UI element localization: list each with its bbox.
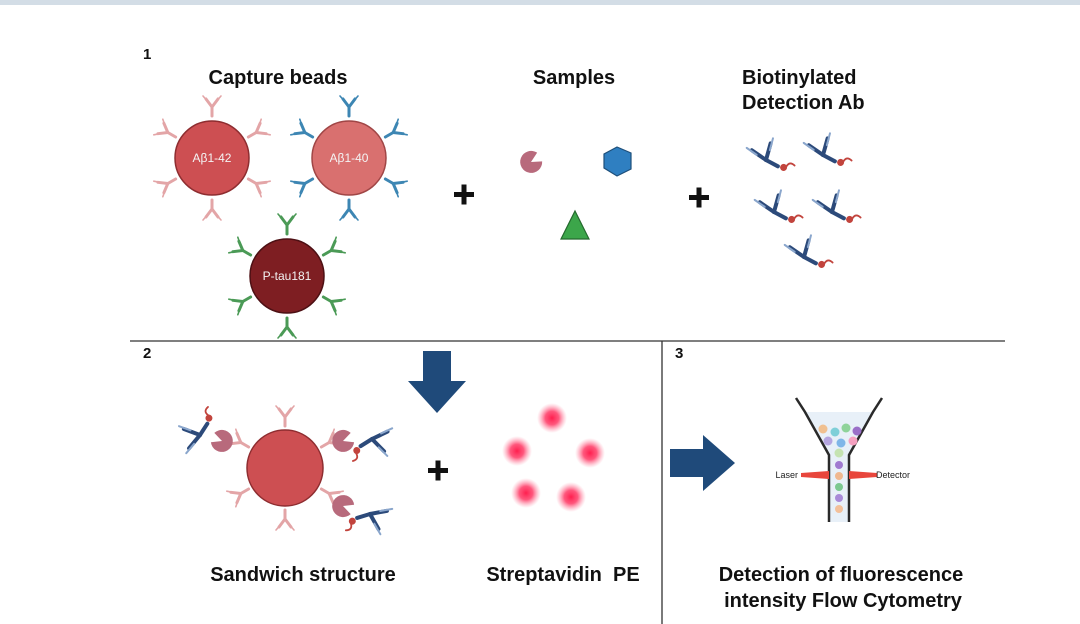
bead-body: [174, 120, 250, 196]
pe-glow-dot: [575, 438, 605, 468]
bead-label-abeta40: Aβ1-40: [330, 151, 369, 165]
sample-green-antigen: [560, 209, 590, 240]
bound-detection-antibody: [349, 420, 395, 469]
bead-body: [311, 120, 387, 196]
pe-glow-dot: [502, 436, 532, 466]
panel-3-number: 3: [675, 345, 683, 362]
right-arrow-icon: [670, 435, 735, 491]
top-border: [0, 0, 1080, 5]
detection-ab-title-line2: Detection Ab: [742, 92, 865, 114]
bound-antigen: [208, 427, 236, 456]
plus-icon: [428, 460, 448, 481]
panel-1-number: 1: [143, 46, 151, 63]
plus-icon: [689, 187, 709, 208]
detection-title-line2: intensity Flow Cytometry: [724, 590, 963, 612]
sandwich-bead-body: [246, 429, 324, 507]
detection-ab-title-line1: Biotinylated: [742, 67, 856, 89]
sandwich-structure-illustration: [174, 404, 395, 547]
detection-antibody: [810, 184, 864, 235]
sample-pink-antigen: [516, 147, 546, 177]
streptavidin-pe-molecules: [502, 403, 605, 512]
plus-icon: [454, 184, 474, 205]
bead-label-ptau181: P-tau181: [263, 269, 312, 283]
detector-label: Detector: [876, 470, 910, 480]
bound-antigen: [329, 491, 357, 520]
detection-antibody: [744, 132, 798, 183]
capture-bead-abeta42: Aβ1-42: [152, 94, 272, 222]
detection-antibody: [801, 127, 855, 178]
detection-antibodies-group: [744, 127, 864, 280]
pe-glow-dot: [556, 482, 586, 512]
sandwich-structure-label: Sandwich structure: [210, 564, 396, 586]
capture-bead-ptau181: P-tau181: [227, 212, 347, 340]
pe-glow-dot: [537, 403, 567, 433]
bead-body: [249, 238, 325, 314]
capture-beads-title: Capture beads: [209, 67, 348, 89]
streptavidin-pe-label: Streptavidin PE: [486, 564, 639, 586]
bead-label-abeta42: Aβ1-42: [193, 151, 232, 165]
detection-title-line1: Detection of fluorescence: [719, 564, 964, 586]
sample-blue-antigen: [603, 146, 632, 177]
detection-antibody: [752, 184, 806, 235]
flow-cytometer-illustration: [794, 397, 884, 522]
pe-glow-dot: [511, 478, 541, 508]
down-arrow-icon: [408, 351, 466, 413]
laser-label: Laser: [775, 470, 798, 480]
samples-title: Samples: [533, 67, 615, 89]
detection-antibody: [782, 229, 836, 280]
panel-2-number: 2: [143, 345, 151, 362]
capture-bead-abeta40: Aβ1-40: [289, 94, 409, 222]
